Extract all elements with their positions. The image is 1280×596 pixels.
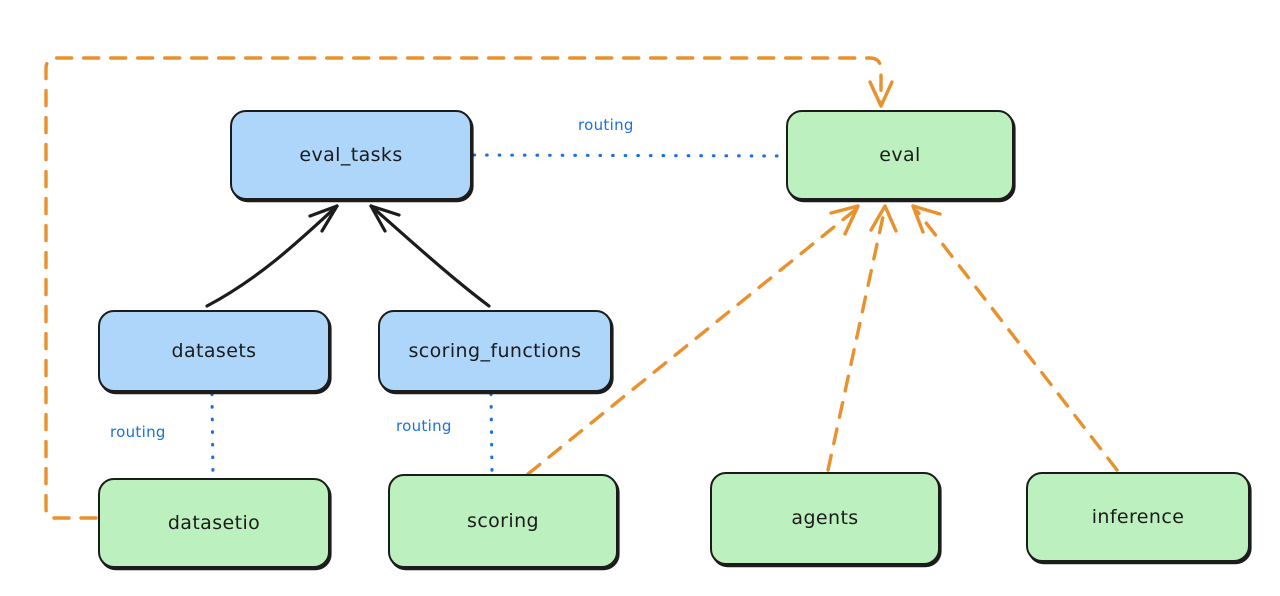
node-label-eval: eval (879, 143, 921, 166)
node-scoring[interactable]: scoring (388, 474, 618, 568)
node-label-agents: agents (791, 507, 859, 530)
edge-datasets-to-eval_tasks (205, 204, 339, 308)
node-eval[interactable]: eval (786, 110, 1014, 200)
node-label-datasetio: datasetio (167, 511, 261, 534)
node-label-datasets: datasets (171, 339, 257, 362)
edge-scoring_functions-to-eval_tasks (369, 204, 491, 308)
node-inference[interactable]: inference (1026, 472, 1250, 562)
edge-label-routing-scoring: routing (396, 417, 452, 435)
node-eval_tasks[interactable]: eval_tasks (230, 110, 472, 200)
node-datasetio[interactable]: datasetio (98, 478, 330, 568)
node-scoring_functions[interactable]: scoring_functions (378, 310, 612, 392)
edge-agents-to-eval (826, 204, 898, 472)
edge-datasets-to-datasetio (210, 392, 215, 479)
node-label-eval_tasks: eval_tasks (299, 143, 403, 166)
node-label-scoring_functions: scoring_functions (408, 339, 582, 362)
edge-scoring_functions-to-scoring (489, 392, 494, 476)
node-label-inference: inference (1091, 505, 1185, 528)
edge-inference-to-eval (911, 204, 1119, 472)
edge-label-routing-datasetio: routing (110, 423, 166, 441)
edge-label-routing-eval: routing (578, 116, 634, 134)
node-label-scoring: scoring (467, 509, 539, 532)
node-datasets[interactable]: datasets (98, 310, 330, 392)
node-agents[interactable]: agents (710, 472, 940, 565)
edge-eval_tasks-to-eval (472, 153, 786, 158)
